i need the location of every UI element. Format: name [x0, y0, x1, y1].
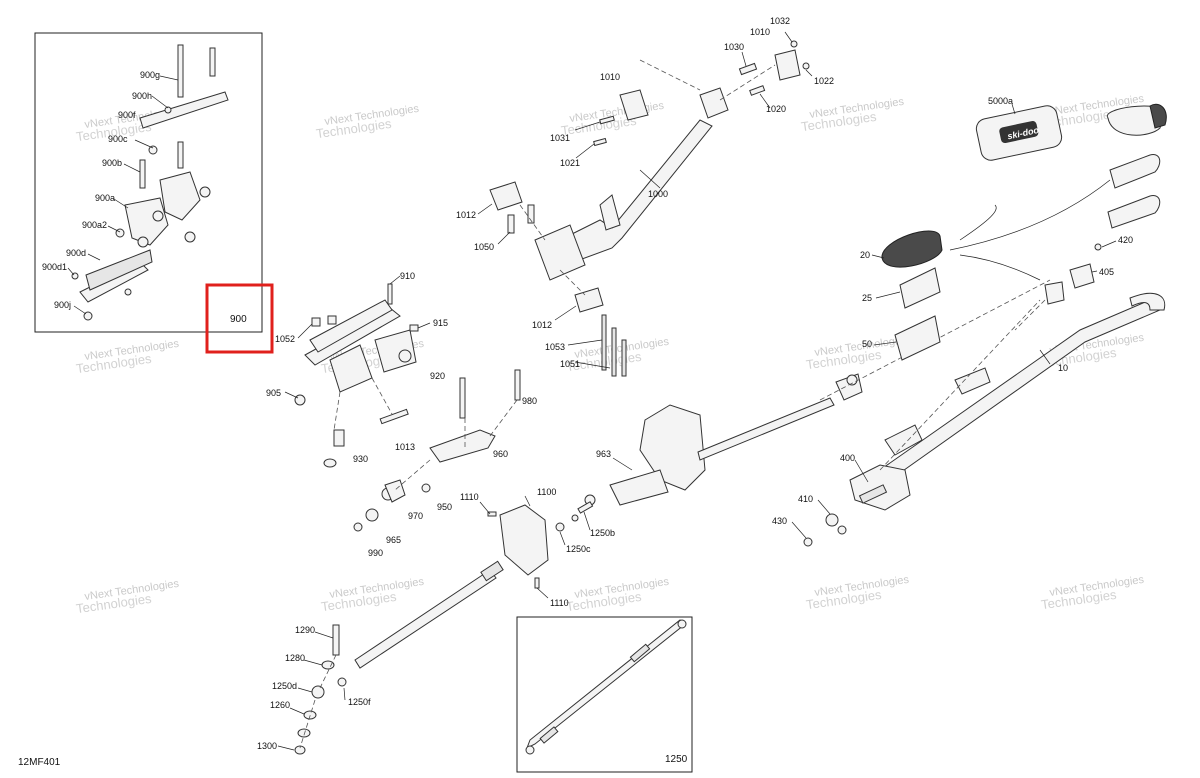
bracket-960 [353, 369, 521, 532]
callout-930: 930 [353, 454, 368, 464]
callout-1110-b: 1110 [550, 598, 569, 608]
callout-1021: 1021 [560, 158, 580, 168]
callout-915: 915 [433, 318, 448, 328]
callout-1012-b: 1012 [532, 320, 552, 330]
highlight-box-900 [205, 283, 274, 354]
callout-5000a: 5000a [988, 96, 1013, 106]
callout-905: 905 [266, 388, 281, 398]
callout-980: 980 [522, 396, 537, 406]
callout-1050: 1050 [474, 242, 494, 252]
callout-1022: 1022 [814, 76, 834, 86]
callout-1300: 1300 [257, 741, 277, 751]
grips: ski-doo [871, 103, 1167, 361]
callout-10: 10 [1058, 363, 1068, 373]
callout-420: 420 [1118, 235, 1133, 245]
callout-1250b: 1250b [590, 528, 615, 538]
callout-965: 965 [386, 535, 401, 545]
callout-430: 430 [772, 516, 787, 526]
callout-900b: 900b [102, 158, 122, 168]
detail-inset-1250 [516, 616, 693, 773]
callout-1250f: 1250f [348, 697, 371, 707]
callout-1250c: 1250c [566, 544, 591, 554]
callout-1031: 1031 [550, 133, 570, 143]
callout-20: 20 [860, 250, 870, 260]
callout-990: 990 [368, 548, 383, 558]
callout-1010-a: 1010 [600, 72, 620, 82]
handlebar [791, 279, 1166, 547]
callout-labels: 900g 900h 900f 900c 900b 900a 900a2 900d… [42, 16, 1133, 765]
callout-963: 963 [596, 449, 611, 459]
callout-900d1: 900d1 [42, 262, 67, 272]
callout-400: 400 [840, 453, 855, 463]
callout-900a: 900a [95, 193, 115, 203]
callout-960: 960 [493, 449, 508, 459]
callout-1010-b: 1010 [750, 27, 770, 37]
callout-25: 25 [862, 293, 872, 303]
callout-900f: 900f [118, 110, 136, 120]
callout-1280: 1280 [285, 653, 305, 663]
callout-1250: 1250 [665, 754, 688, 765]
callout-950: 950 [437, 502, 452, 512]
steering-arm [584, 373, 863, 506]
callout-405: 405 [1099, 267, 1114, 277]
callout-1052: 1052 [275, 334, 295, 344]
callout-1110-a: 1110 [460, 492, 479, 502]
callout-1053: 1053 [545, 342, 565, 352]
figure-code: 12MF401 [18, 757, 61, 768]
callout-900: 900 [230, 314, 247, 325]
mount-assembly [284, 275, 431, 468]
callout-900a2: 900a2 [82, 220, 107, 230]
callout-410: 410 [798, 494, 813, 504]
callout-1030: 1030 [724, 42, 744, 52]
callout-910: 910 [400, 271, 415, 281]
steering-column [477, 31, 813, 377]
callout-1100: 1100 [537, 487, 556, 497]
callout-900d: 900d [66, 248, 86, 258]
callout-900c: 900c [108, 134, 128, 144]
callout-1013: 1013 [395, 442, 415, 452]
callout-1290: 1290 [295, 625, 315, 635]
callout-900g: 900g [140, 70, 160, 80]
callout-1260: 1260 [270, 700, 290, 710]
callout-50: 50 [862, 339, 872, 349]
callout-920: 920 [430, 371, 445, 381]
callout-1250d: 1250d [272, 681, 297, 691]
callout-900j: 900j [54, 300, 71, 310]
callout-1051: 1051 [560, 359, 580, 369]
callout-1020: 1020 [766, 104, 786, 114]
callout-900h: 900h [132, 91, 152, 101]
callout-1012-a: 1012 [456, 210, 476, 220]
callout-1032: 1032 [770, 16, 790, 26]
lower-steering [277, 495, 594, 755]
callout-1000: 1000 [648, 189, 668, 199]
detail-inset-900 [34, 32, 263, 333]
callout-970: 970 [408, 511, 423, 521]
